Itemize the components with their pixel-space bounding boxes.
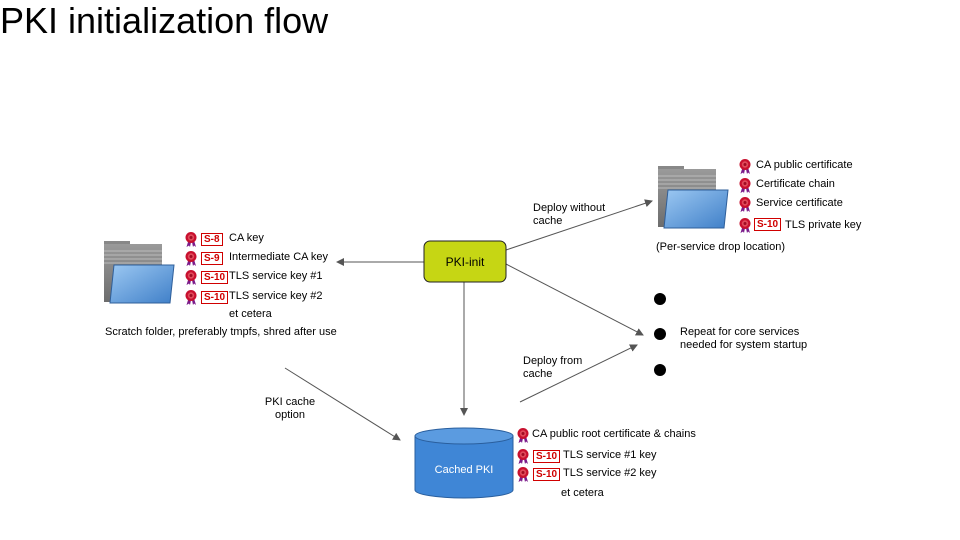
cached-pki-cylinder <box>414 427 514 499</box>
sensitivity-badge: S-10 <box>201 291 229 304</box>
sensitivity-badge: S-9 <box>201 252 223 265</box>
drop-folder-icon <box>657 165 729 229</box>
drop-item-label: Service certificate <box>756 197 843 209</box>
sensitivity-badge: S-8 <box>201 233 223 246</box>
edge-label-line: Deploy from <box>523 355 583 367</box>
drop-caption: (Per-service drop location) <box>656 241 785 253</box>
scratch-item-label: TLS service key #2 <box>229 290 323 302</box>
cached-pki-label: Cached PKI <box>434 464 494 476</box>
cache-etc: et cetera <box>561 487 604 499</box>
wax-seal-icon <box>738 196 752 212</box>
repeat-dot-3 <box>654 364 666 376</box>
repeat-note: Repeat for core services needed for syst… <box>680 326 807 352</box>
repeat-note-line: Repeat for core services <box>680 326 800 338</box>
wax-seal-icon <box>738 158 752 174</box>
pki-init-node <box>423 240 507 283</box>
edge-label-line: option <box>275 409 305 421</box>
scratch-caption: Scratch folder, preferably tmpfs, shred … <box>105 326 337 338</box>
repeat-dot-2 <box>654 328 666 340</box>
sensitivity-badge: S-10 <box>754 218 782 231</box>
drop-item-label: Certificate chain <box>756 178 835 190</box>
wax-seal-icon <box>184 250 198 266</box>
edge-label-line: Deploy without <box>533 202 606 214</box>
scratch-etc: et cetera <box>229 308 272 320</box>
scratch-item-label: Intermediate CA key <box>229 251 329 263</box>
page-title: PKI initialization flow <box>0 0 329 41</box>
repeat-note-line: needed for system startup <box>680 339 808 351</box>
sensitivity-badge: S-10 <box>533 468 561 481</box>
scratch-item-label: CA key <box>229 232 264 244</box>
repeat-dot-1 <box>654 293 666 305</box>
edge-label-line: PKI cache <box>264 396 316 408</box>
scratch-folder-icon <box>103 240 175 304</box>
wax-seal-icon <box>738 217 752 233</box>
arrow-pkiinit-to-repeat <box>505 263 644 336</box>
sensitivity-badge: S-10 <box>533 450 561 463</box>
edge-label-pki-cache-option: PKI cache option <box>259 396 321 422</box>
edge-label-line: cache <box>533 215 563 227</box>
sensitivity-badge: S-10 <box>201 271 229 284</box>
edge-label-line: cache <box>523 368 553 380</box>
scratch-item-label: TLS service key #1 <box>229 270 323 282</box>
wax-seal-icon <box>516 427 530 443</box>
arrow-scratch-to-cache <box>284 367 401 441</box>
arrow-cache-to-repeat <box>519 344 638 403</box>
cache-item-label: TLS service #1 key <box>563 449 657 461</box>
wax-seal-icon <box>184 289 198 305</box>
wax-seal-icon <box>738 177 752 193</box>
drop-item-label: CA public certificate <box>756 159 853 171</box>
wax-seal-icon <box>516 448 530 464</box>
cache-item-label: CA public root certificate & chains <box>532 428 696 440</box>
wax-seal-icon <box>516 466 530 482</box>
wax-seal-icon <box>184 231 198 247</box>
drop-item-label: TLS private key <box>785 219 862 231</box>
cache-item-label: TLS service #2 key <box>563 467 657 479</box>
arrow-pkiinit-to-drop <box>505 199 653 251</box>
edge-label-deploy-from-cache: Deploy from cache <box>523 355 582 381</box>
pki-init-label: PKI-init <box>445 255 485 269</box>
edge-label-deploy-without-cache: Deploy without cache <box>533 202 605 228</box>
wax-seal-icon <box>184 269 198 285</box>
